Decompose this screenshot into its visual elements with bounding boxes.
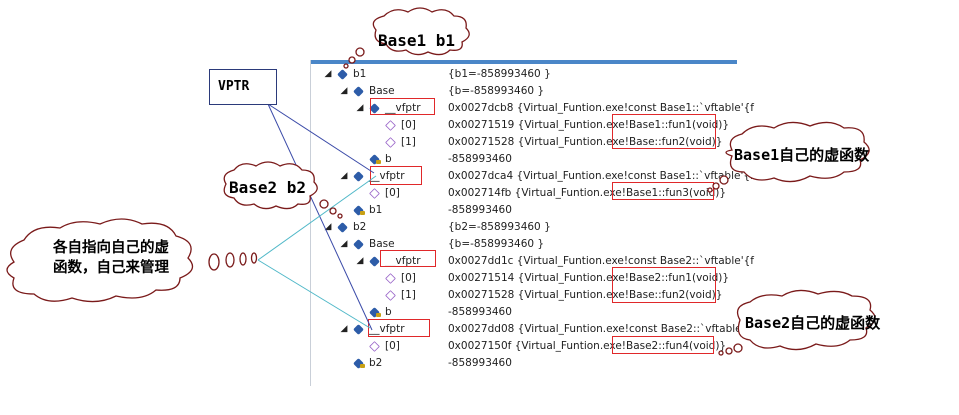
watch-row[interactable]: [0] 0x0027150f {Virtual_Funtion.exe!Base2…	[311, 338, 737, 355]
watch-row-value: -858993460	[448, 204, 512, 216]
expand-arrow-icon[interactable]: ◢	[356, 256, 364, 266]
watch-row-value: 0x00271519 {Virtual_Funtion.exe!Base1::f…	[448, 119, 730, 131]
watch-row[interactable]: b -858993460	[311, 151, 737, 168]
watch-row[interactable]: [1] 0x00271528 {Virtual_Funtion.exe!Base:…	[311, 134, 737, 151]
watch-row-value: 0x0027dca4 {Virtual_Funtion.exe!const Ba…	[448, 170, 754, 182]
label-each-own-line2: 函数，自己来管理	[53, 260, 169, 276]
watch-row-value: 0x00271528 {Virtual_Funtion.exe!Base::fu…	[448, 289, 723, 301]
watch-row-name: __vfptr	[385, 255, 421, 267]
expand-arrow-icon[interactable]: ◢	[324, 69, 332, 79]
expand-arrow-icon[interactable]: ◢	[324, 222, 332, 232]
watch-row[interactable]: b2 -858993460	[311, 355, 737, 372]
watch-row-name: [0]	[401, 272, 416, 284]
pointer-line-to-b2-vfptr	[257, 259, 371, 329]
watch-row[interactable]: [0] 0x00271514 {Virtual_Funtion.exe!Base2…	[311, 270, 737, 287]
label-base1-own: Base1自己的虚函数	[734, 146, 870, 164]
label-base2-own: Base2自己的虚函数	[745, 314, 881, 332]
watch-row[interactable]: ◢ Base {b=-858993460 }	[311, 83, 737, 100]
highlight-vfptr-b2	[368, 319, 430, 337]
cloud-base2-b2	[223, 161, 343, 219]
label-base2-b2: Base2 b2	[229, 178, 307, 197]
watch-row-value: {b1=-858993460 }	[448, 68, 551, 80]
highlight-base1-fun3	[612, 182, 714, 200]
watch-row-name: b1	[353, 68, 367, 80]
pointer-line-to-b1-vfptr	[257, 175, 377, 261]
watch-row[interactable]: ◢ __vfptr 0x0027dd08 {Virtual_Funtion.exe!…	[311, 321, 755, 338]
watch-row-name: Base	[369, 85, 395, 97]
watch-row-value: 0x00271514 {Virtual_Funtion.exe!Base2::f…	[448, 272, 730, 284]
watch-row-name: __vfptr	[369, 323, 405, 335]
highlight-base2-funcs	[612, 267, 716, 303]
watch-row-name: [1]	[401, 136, 416, 148]
highlight-base1-funcs	[612, 114, 716, 149]
watch-row-name: Base	[369, 238, 395, 250]
vptr-label-box: VPTR	[209, 69, 277, 105]
vptr-line-to-b1-vfptr	[267, 103, 375, 174]
watch-row[interactable]: b -858993460	[311, 304, 737, 321]
highlight-vfptr-b1	[370, 166, 422, 185]
watch-row-value: 0x0027dd08 {Virtual_Funtion.exe!const Ba…	[448, 323, 755, 335]
watch-row[interactable]: [0] 0x002714fb {Virtual_Funtion.exe!Base1…	[311, 185, 737, 202]
watch-row[interactable]: ◢ b1 {b1=-858993460 }	[311, 66, 737, 83]
cloud-base1-b1	[343, 7, 470, 69]
watch-row-name: [1]	[401, 289, 416, 301]
watch-row-name: [0]	[385, 340, 400, 352]
lock-icon	[360, 364, 365, 368]
cloud-base1-own	[707, 121, 870, 193]
watch-row[interactable]: b1 -858993460	[311, 202, 737, 219]
watch-row-value: {b=-858993460 }	[448, 238, 545, 250]
watch-row[interactable]: [0] 0x00271519 {Virtual_Funtion.exe!Base1…	[311, 117, 737, 134]
cloud-each-own	[6, 218, 258, 303]
watch-row[interactable]: [1] 0x00271528 {Virtual_Funtion.exe!Base:…	[311, 287, 737, 304]
lock-icon	[376, 313, 381, 317]
watch-row-value: 0x0027dd1c {Virtual_Funtion.exe!const Ba…	[448, 255, 754, 267]
expand-arrow-icon[interactable]: ◢	[340, 324, 348, 334]
watch-row-name: [0]	[401, 119, 416, 131]
expand-arrow-icon[interactable]: ◢	[356, 103, 364, 113]
watch-row[interactable]: ◢ __vfptr 0x0027dcb8 {Virtual_Funtion.exe!…	[311, 100, 754, 117]
watch-row-name: [0]	[385, 187, 400, 199]
watch-row-value: 0x0027dcb8 {Virtual_Funtion.exe!const Ba…	[448, 102, 754, 114]
lock-icon	[360, 211, 365, 215]
label-each-own: 各自指向自己的虚 函数，自己来管理	[36, 238, 186, 278]
watch-row-name: b2	[369, 357, 383, 369]
cloud-base2-own	[718, 289, 876, 356]
vptr-line-to-b2-vfptr	[267, 103, 373, 331]
watch-row-value: 0x002714fb {Virtual_Funtion.exe!Base1::f…	[448, 187, 727, 199]
watch-row-value: -858993460	[448, 357, 512, 369]
lock-icon	[376, 160, 381, 164]
watch-row-value: 0x00271528 {Virtual_Funtion.exe!Base::fu…	[448, 136, 723, 148]
highlight-vfptr-base2	[380, 250, 436, 267]
expand-arrow-icon[interactable]: ◢	[340, 171, 348, 181]
watch-row-value: -858993460	[448, 306, 512, 318]
watch-row-name: b	[385, 153, 392, 165]
watch-row-name: b1	[369, 204, 383, 216]
expand-arrow-icon[interactable]: ◢	[340, 239, 348, 249]
highlight-vfptr-base1	[370, 98, 435, 115]
highlight-base2-fun4	[612, 336, 714, 354]
watch-row-name: b2	[353, 221, 367, 233]
label-base1-b1: Base1 b1	[378, 31, 456, 50]
watch-row-name: __vfptr	[385, 102, 421, 114]
watch-row-name: b	[385, 306, 392, 318]
watch-window-title-bar	[311, 60, 737, 64]
watch-row-value: {b=-858993460 }	[448, 85, 545, 97]
expand-arrow-icon[interactable]: ◢	[340, 86, 348, 96]
watch-row[interactable]: ◢ b2 {b2=-858993460 }	[311, 219, 737, 236]
watch-row-value: {b2=-858993460 }	[448, 221, 551, 233]
watch-row[interactable]: ◢ __vfptr 0x0027dca4 {Virtual_Funtion.exe!…	[311, 168, 754, 185]
watch-row-value: -858993460	[448, 153, 512, 165]
watch-row-value: 0x0027150f {Virtual_Funtion.exe!Base2::f…	[448, 340, 727, 352]
label-each-own-line1: 各自指向自己的虚	[53, 240, 169, 256]
watch-row-name: __vfptr	[369, 170, 405, 182]
watch-row[interactable]: ◢ __vfptr 0x0027dd1c {Virtual_Funtion.exe!…	[311, 253, 754, 270]
watch-row[interactable]: ◢ Base {b=-858993460 }	[311, 236, 737, 253]
